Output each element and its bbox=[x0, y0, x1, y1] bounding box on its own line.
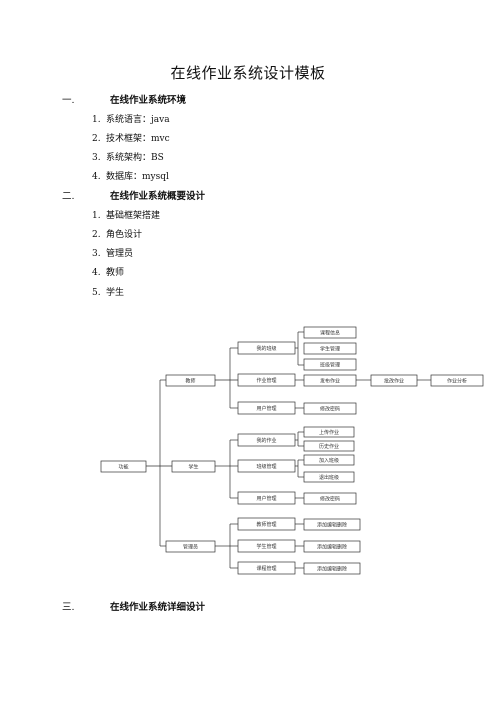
svg-text:修改密码: 修改密码 bbox=[320, 405, 340, 412]
svg-text:退出班级: 退出班级 bbox=[319, 474, 339, 481]
node-teacher-class-mgmt: 班级管理 bbox=[303, 358, 357, 371]
node-teacher-student-mgmt: 学生管理 bbox=[303, 342, 357, 355]
svg-text:教师管理: 教师管理 bbox=[256, 521, 276, 528]
svg-text:添加编辑删除: 添加编辑删除 bbox=[317, 521, 347, 528]
svg-text:我的班级: 我的班级 bbox=[256, 345, 276, 352]
svg-text:班级管理: 班级管理 bbox=[320, 361, 340, 368]
list-item: 3.系统架构：BS bbox=[92, 153, 164, 163]
section-heading-1: 一. 在线作业系统环境 bbox=[62, 92, 186, 106]
node-admin: 管理员 bbox=[165, 540, 216, 553]
diagram-connectors bbox=[146, 331, 431, 569]
node-root: 功能 bbox=[100, 460, 147, 473]
section-number: 二. bbox=[62, 191, 75, 202]
node-teacher-change-password: 修改密码 bbox=[303, 402, 357, 415]
node-teacher-my-class: 我的班级 bbox=[237, 341, 296, 355]
list-item: 5.学生 bbox=[92, 288, 125, 298]
node-teacher-crud: 添加编辑删除 bbox=[303, 518, 361, 531]
svg-text:修改密码: 修改密码 bbox=[320, 495, 340, 502]
svg-text:作业分析: 作业分析 bbox=[447, 377, 467, 384]
node-teacher-user-mgmt: 用户管理 bbox=[237, 401, 296, 415]
svg-text:作业管理: 作业管理 bbox=[256, 377, 276, 384]
node-homework-analysis: 作业分析 bbox=[430, 374, 484, 387]
section-heading-2: 二. 在线作业系统概要设计 bbox=[62, 188, 205, 202]
svg-text:用户管理: 用户管理 bbox=[256, 495, 276, 502]
node-course-crud: 添加编辑删除 bbox=[303, 562, 361, 575]
list-item: 2.技术框架：mvc bbox=[92, 134, 170, 144]
node-history-homework: 历史作业 bbox=[303, 440, 355, 452]
svg-text:学生管理: 学生管理 bbox=[256, 543, 276, 550]
list-item: 3.管理员 bbox=[92, 249, 134, 259]
node-course-management: 课程管理 bbox=[237, 561, 296, 575]
node-student-crud: 添加编辑删除 bbox=[303, 540, 361, 553]
svg-text:课程管理: 课程管理 bbox=[256, 565, 276, 572]
svg-text:加入班级: 加入班级 bbox=[319, 457, 339, 464]
svg-text:历史作业: 历史作业 bbox=[319, 443, 339, 450]
list-item: 1.系统语言：java bbox=[92, 115, 170, 125]
svg-text:我的作业: 我的作业 bbox=[256, 437, 276, 444]
svg-text:教师: 教师 bbox=[185, 377, 195, 384]
svg-text:批改作业: 批改作业 bbox=[384, 377, 404, 384]
node-teacher-homework-mgmt: 作业管理 bbox=[237, 373, 296, 387]
svg-text:添加编辑删除: 添加编辑删除 bbox=[317, 543, 347, 550]
node-grade-homework: 批改作业 bbox=[370, 374, 418, 387]
node-join-class: 加入班级 bbox=[303, 454, 355, 466]
svg-text:功能: 功能 bbox=[118, 463, 128, 470]
node-student-class-mgmt: 班级管理 bbox=[237, 459, 296, 473]
node-teacher: 教师 bbox=[165, 374, 216, 387]
svg-text:学生: 学生 bbox=[188, 463, 198, 470]
section-number: 一. bbox=[62, 95, 75, 106]
list-item: 1.基础框架搭建 bbox=[92, 211, 161, 221]
section-title: 在线作业系统环境 bbox=[110, 95, 187, 106]
svg-text:上传作业: 上传作业 bbox=[319, 429, 339, 436]
svg-text:添加编辑删除: 添加编辑删除 bbox=[317, 565, 347, 572]
section-title: 在线作业系统详细设计 bbox=[110, 602, 206, 613]
node-exit-class: 退出班级 bbox=[303, 471, 355, 483]
svg-text:用户管理: 用户管理 bbox=[256, 405, 276, 412]
node-student: 学生 bbox=[171, 460, 216, 473]
list-item: 4.教师 bbox=[92, 268, 125, 278]
list-item: 2.角色设计 bbox=[92, 230, 143, 240]
node-upload-homework: 上传作业 bbox=[303, 426, 355, 438]
section-heading-3: 三. 在线作业系统详细设计 bbox=[62, 599, 205, 613]
svg-text:课程信息: 课程信息 bbox=[320, 329, 340, 336]
node-publish-homework: 发布作业 bbox=[303, 374, 357, 387]
node-student-user-mgmt: 用户管理 bbox=[237, 491, 296, 505]
node-course-info: 课程信息 bbox=[303, 326, 357, 339]
svg-text:学生管理: 学生管理 bbox=[320, 345, 340, 352]
node-student-my-homework: 我的作业 bbox=[237, 433, 296, 447]
svg-text:管理员: 管理员 bbox=[183, 543, 198, 550]
svg-text:发布作业: 发布作业 bbox=[320, 377, 340, 384]
section-title: 在线作业系统概要设计 bbox=[110, 191, 206, 202]
node-student-change-password: 修改密码 bbox=[303, 492, 357, 505]
list-item: 4.数据库：mysql bbox=[92, 172, 169, 182]
section-number: 三. bbox=[62, 602, 75, 613]
node-teacher-management: 教师管理 bbox=[237, 517, 296, 531]
node-admin-student-mgmt: 学生管理 bbox=[237, 539, 296, 553]
svg-text:班级管理: 班级管理 bbox=[256, 463, 276, 470]
page-title: 在线作业系统设计模板 bbox=[170, 64, 326, 82]
